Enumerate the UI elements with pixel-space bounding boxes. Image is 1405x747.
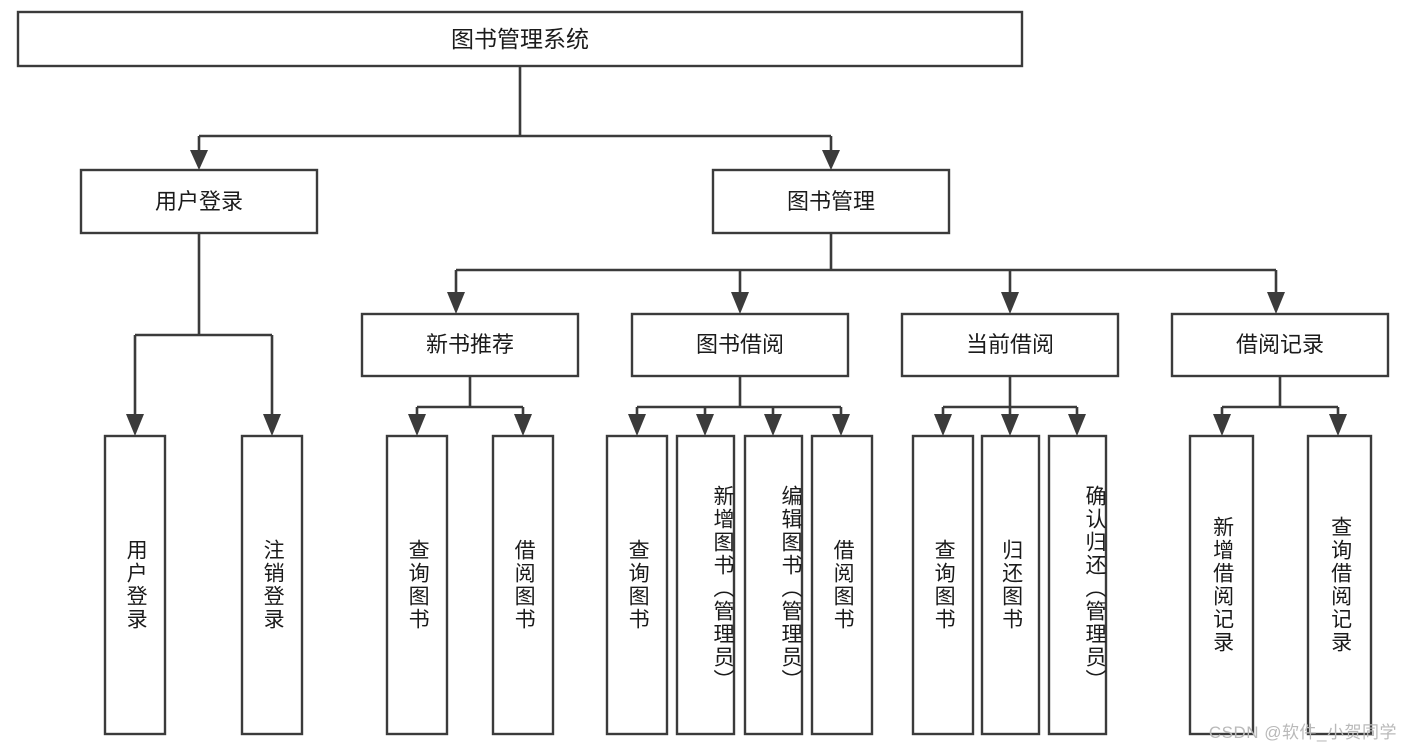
arrow-bm-to-book-borrow bbox=[731, 292, 749, 314]
arrow-user-login-leaf-1 bbox=[126, 414, 144, 436]
node-borrow-record-label: 借阅记录 bbox=[1236, 332, 1324, 357]
connector-group-book-borrow bbox=[628, 376, 850, 436]
leaf-box-new-book-1[interactable] bbox=[385, 434, 449, 736]
node-root-box[interactable] bbox=[16, 10, 1024, 68]
arrow-bm-to-new-book bbox=[447, 292, 465, 314]
arrow-root-to-book-manage bbox=[822, 150, 840, 170]
arrow-user-login-leaf-2 bbox=[263, 414, 281, 436]
node-root[interactable]: 图书管理系统 bbox=[16, 10, 1024, 68]
arrow-nb-leaf-1 bbox=[408, 414, 426, 436]
arrow-bb-leaf-1 bbox=[628, 414, 646, 436]
leaf-box-current-borrow-2[interactable] bbox=[980, 434, 1041, 736]
node-user-login-box[interactable] bbox=[79, 168, 319, 235]
arrow-bm-to-borrow-record bbox=[1267, 292, 1285, 314]
leaf-box-borrow-record-2[interactable] bbox=[1306, 434, 1373, 736]
arrow-bm-to-current-borrow bbox=[1001, 292, 1019, 314]
node-book-borrow-box[interactable] bbox=[630, 312, 850, 378]
node-user-login[interactable]: 用户登录 bbox=[79, 168, 319, 235]
connector-group-user-login bbox=[126, 233, 281, 436]
connector-group-borrow-record bbox=[1213, 376, 1347, 436]
arrow-br-leaf-1 bbox=[1213, 414, 1231, 436]
node-book-manage-box[interactable] bbox=[711, 168, 951, 235]
node-current-borrow[interactable]: 当前借阅 bbox=[900, 312, 1120, 378]
connector-group-book-manage bbox=[447, 233, 1285, 314]
arrow-bb-leaf-2 bbox=[696, 414, 714, 436]
arrow-cb-leaf-2 bbox=[1001, 414, 1019, 436]
leaf-group-current-borrow bbox=[911, 434, 1108, 736]
leaf-box-current-borrow-1[interactable] bbox=[911, 434, 975, 736]
leaf-box-user-login-2[interactable] bbox=[240, 434, 304, 736]
leaf-group-book-borrow bbox=[605, 434, 874, 736]
node-root-label: 图书管理系统 bbox=[451, 26, 589, 52]
node-book-manage[interactable]: 图书管理 bbox=[711, 168, 951, 235]
arrow-cb-leaf-1 bbox=[934, 414, 952, 436]
leaf-box-book-borrow-1[interactable] bbox=[605, 434, 669, 736]
leaf-box-book-borrow-4[interactable] bbox=[810, 434, 874, 736]
csdn-watermark: CSDN @软件_小贺同学 bbox=[1208, 723, 1397, 742]
connector-group-new-book bbox=[408, 376, 532, 436]
leaf-group-user-login bbox=[103, 434, 304, 736]
node-current-borrow-label: 当前借阅 bbox=[966, 332, 1054, 357]
leaf-box-user-login-1[interactable] bbox=[103, 434, 167, 736]
leaf-box-new-book-2[interactable] bbox=[491, 434, 555, 736]
connector-group-root bbox=[190, 66, 840, 170]
arrow-br-leaf-2 bbox=[1329, 414, 1347, 436]
node-current-borrow-box[interactable] bbox=[900, 312, 1120, 378]
leaf-group-new-book bbox=[385, 434, 555, 736]
leaf-box-book-borrow-3[interactable] bbox=[743, 434, 804, 736]
arrow-bb-leaf-4 bbox=[832, 414, 850, 436]
node-book-manage-label: 图书管理 bbox=[787, 189, 875, 214]
node-book-borrow-label: 图书借阅 bbox=[696, 332, 784, 357]
node-borrow-record-box[interactable] bbox=[1170, 312, 1390, 378]
leaf-box-current-borrow-3[interactable] bbox=[1047, 434, 1108, 736]
node-user-login-label: 用户登录 bbox=[155, 189, 243, 214]
node-new-book-recommend-label: 新书推荐 bbox=[426, 332, 514, 357]
arrow-cb-leaf-3 bbox=[1068, 414, 1086, 436]
connector-group-current-borrow bbox=[934, 376, 1086, 436]
arrow-bb-leaf-3 bbox=[764, 414, 782, 436]
node-book-borrow[interactable]: 图书借阅 bbox=[630, 312, 850, 378]
leaf-group-borrow-record bbox=[1188, 434, 1373, 736]
arrow-root-to-user-login bbox=[190, 150, 208, 170]
node-new-book-recommend[interactable]: 新书推荐 bbox=[360, 312, 580, 378]
node-borrow-record[interactable]: 借阅记录 bbox=[1170, 312, 1390, 378]
node-new-book-recommend-box[interactable] bbox=[360, 312, 580, 378]
leaf-box-borrow-record-1[interactable] bbox=[1188, 434, 1255, 736]
arrow-nb-leaf-2 bbox=[514, 414, 532, 436]
leaf-box-book-borrow-2[interactable] bbox=[675, 434, 736, 736]
